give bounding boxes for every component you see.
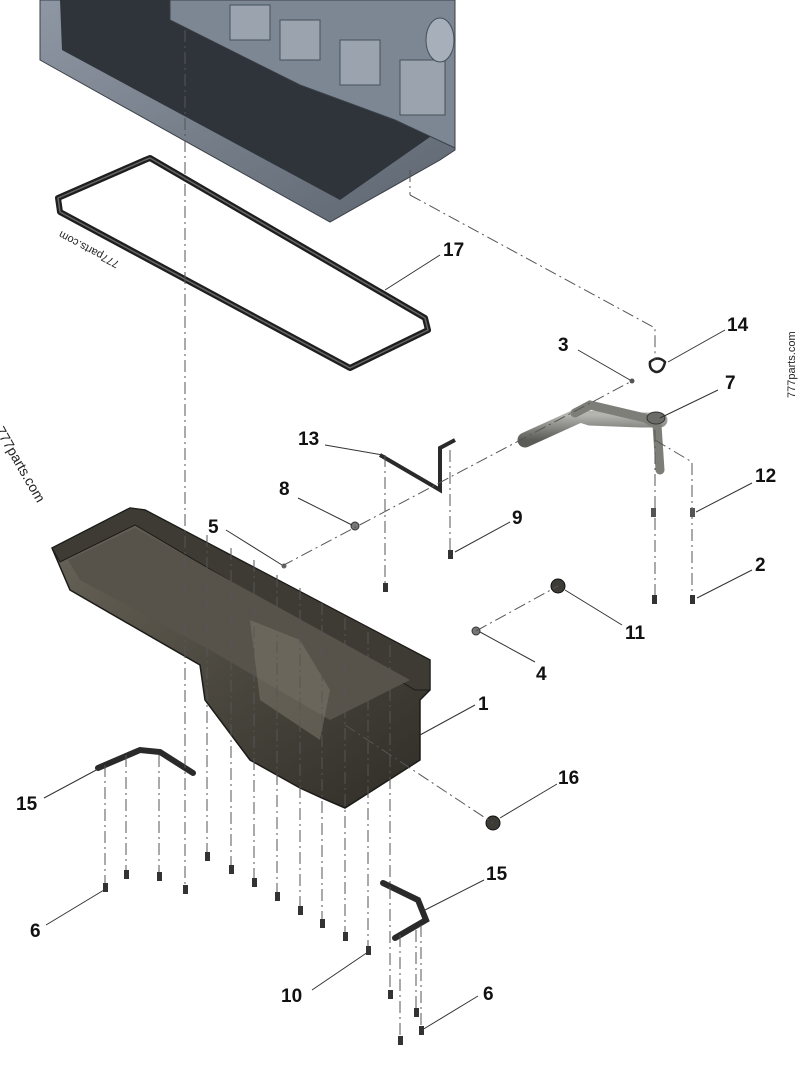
leader-lines	[43, 254, 753, 1031]
callout-10: 10	[281, 986, 302, 1007]
callout-15-left: 15	[16, 794, 38, 815]
callout-3: 3	[558, 335, 569, 356]
callout-labels: 1 2 3 4 5 6 6 7 8 9 10 11 12 13 14 15 15…	[16, 240, 776, 1007]
callout-8: 8	[279, 479, 290, 500]
callout-4: 4	[536, 664, 547, 685]
callout-5: 5	[208, 517, 219, 538]
callout-13: 13	[298, 429, 319, 450]
callout-14: 14	[727, 315, 749, 336]
callout-2: 2	[755, 555, 766, 576]
bracket-right	[380, 880, 430, 941]
watermark-left: 777parts.com	[0, 424, 49, 505]
oil-suction-tube	[517, 400, 668, 475]
watermark-gasket: 777parts.com	[57, 228, 121, 270]
watermark-right: 777parts.com	[786, 331, 798, 398]
engine-block	[39, 0, 456, 223]
callout-12: 12	[755, 466, 776, 487]
oil-pan-gasket	[55, 155, 431, 371]
fasteners	[103, 30, 695, 1045]
callout-1: 1	[478, 694, 489, 715]
callout-9: 9	[512, 508, 523, 529]
bracket-left	[95, 746, 196, 776]
callout-6-right: 6	[483, 984, 494, 1005]
watermarks: 777parts.com 777parts.com 777parts.com	[0, 228, 798, 505]
callout-6-left: 6	[30, 921, 41, 942]
callout-17: 17	[443, 240, 464, 261]
callout-11: 11	[625, 623, 646, 644]
oil-pan	[51, 507, 431, 809]
callout-15-right: 15	[486, 864, 508, 885]
callout-16: 16	[558, 768, 579, 789]
tube-bracket	[378, 438, 456, 494]
callout-7: 7	[725, 373, 736, 394]
